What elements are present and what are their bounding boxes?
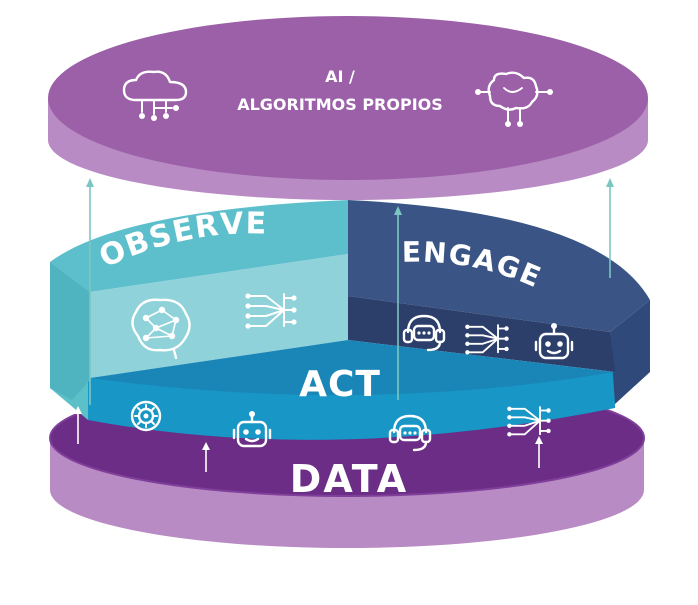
act-top <box>90 340 615 396</box>
data-label: DATA <box>290 457 408 501</box>
ai-arrows <box>86 178 614 405</box>
middle-layer: OBSERVE ENGAGE ACT <box>50 200 650 452</box>
gear-circle-icon <box>130 400 162 432</box>
circuit-fork-icon <box>507 406 551 437</box>
engage-side <box>610 300 650 404</box>
headset-chat-icon <box>402 314 446 352</box>
circuit-fork-icon <box>245 293 297 329</box>
ai-title-line1: AI / <box>325 67 355 86</box>
observe-inner <box>90 254 348 378</box>
brain-circuit-icon <box>475 71 553 127</box>
brain-network-icon <box>131 298 191 360</box>
engage-top <box>348 200 650 332</box>
cloud-network-icon <box>122 70 188 121</box>
ai-layer-top <box>48 16 648 180</box>
ai-title-line2: ALGORITMOS PROPIOS <box>237 95 443 114</box>
engage-inner <box>348 296 615 372</box>
act-label: ACT <box>299 364 381 405</box>
headset-chat-icon <box>388 414 432 452</box>
robot-icon <box>232 411 272 448</box>
robot-icon <box>534 323 574 360</box>
data-arrows <box>74 406 543 472</box>
observe-top <box>50 200 348 292</box>
ai-layer: AI / ALGORITMOS PROPIOS <box>48 16 648 200</box>
circuit-fork-icon <box>465 324 509 355</box>
